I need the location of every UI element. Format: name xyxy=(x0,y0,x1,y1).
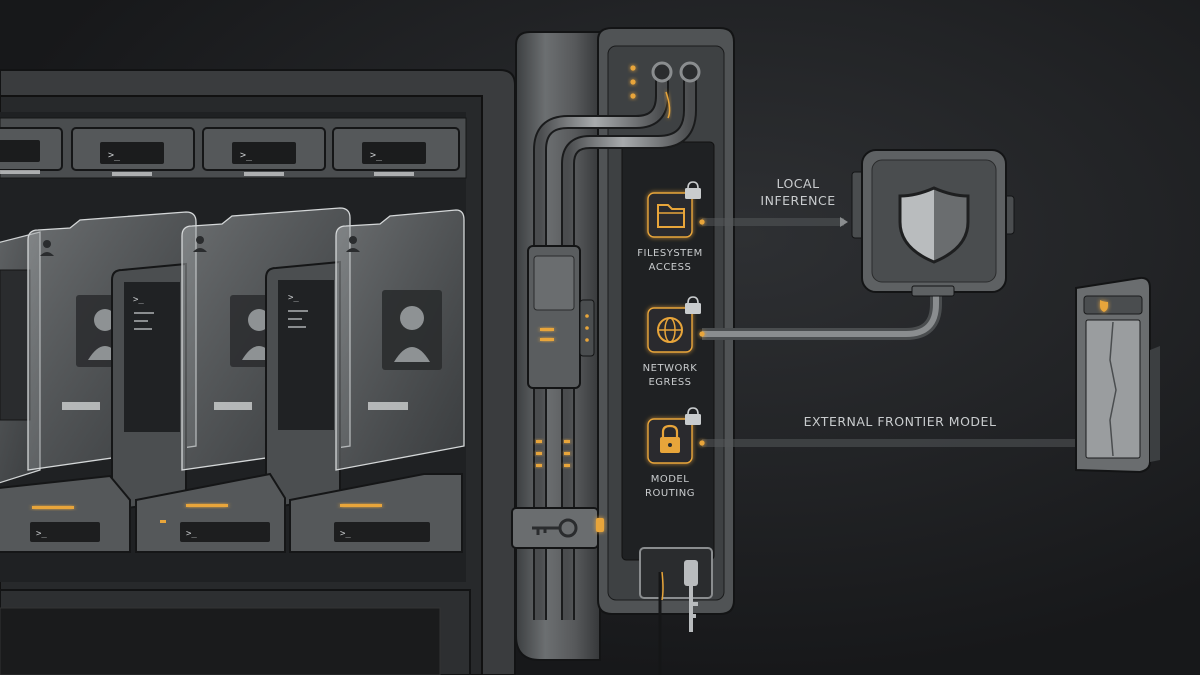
key-icon xyxy=(684,560,698,632)
padlock-icon xyxy=(660,424,680,453)
gate-filesystem: FILESYSTEM ACCESS xyxy=(637,181,702,273)
status-lights xyxy=(630,65,636,99)
pipe-indicator-lights xyxy=(536,440,570,467)
arrow-right-icon xyxy=(840,217,848,227)
terminal-prompt: >_ xyxy=(240,150,253,161)
route-label-local-line-2: INFERENCE xyxy=(760,193,835,208)
user-icon xyxy=(346,236,360,252)
terminal-prompt: >_ xyxy=(288,293,299,303)
terminal-screen-2: >_ xyxy=(265,260,341,510)
gate-network: NETWORK EGRESS xyxy=(643,296,701,388)
power-port xyxy=(639,547,713,675)
connections: LOCAL INFERENCE EXTERNAL FRONTIER MODEL xyxy=(699,176,1092,447)
route-local-inference xyxy=(699,217,848,227)
terminal-prompt: >_ xyxy=(133,295,144,305)
terminal-prompt: >_ xyxy=(186,529,197,539)
route-label-external: EXTERNAL FRONTIER MODEL xyxy=(804,414,997,429)
sandbox-bays: >_ >_ xyxy=(0,207,465,512)
shield-icon xyxy=(898,186,970,264)
top-terminal-modules: >_ >_ >_ xyxy=(0,127,460,176)
route-external-frontier xyxy=(699,439,1092,447)
pipe-junction-box xyxy=(527,245,595,389)
top-module-2: >_ xyxy=(71,127,195,176)
control-tower: FILESYSTEM ACCESS NETWORK EGRESS xyxy=(511,27,735,675)
terminal-screen-1: >_ xyxy=(111,262,187,512)
terminal-prompt: >_ xyxy=(36,529,47,539)
shield-badge-icon xyxy=(1100,300,1108,312)
padlock-icon xyxy=(685,181,701,199)
top-module-4: >_ xyxy=(332,127,460,176)
drawer-3: >_ xyxy=(289,473,463,553)
external-frontier-device xyxy=(1075,276,1160,474)
padlock-icon xyxy=(685,407,701,425)
gate-label-line-2: ROUTING xyxy=(645,488,695,499)
gate-label-line-2: EGRESS xyxy=(648,377,691,388)
gate-label-line-1: FILESYSTEM xyxy=(637,248,702,259)
globe-icon xyxy=(657,317,683,343)
key-icon xyxy=(532,518,578,538)
drawer-1: >_ xyxy=(0,474,131,553)
shield-module xyxy=(851,149,1015,297)
terminal-prompt: >_ xyxy=(108,150,121,161)
terminal-prompt: >_ xyxy=(340,529,351,539)
gate-model-routing: MODEL ROUTING xyxy=(645,407,701,499)
route-network-egress xyxy=(699,292,942,340)
route-label-local-line-1: LOCAL xyxy=(776,176,819,191)
terminal-prompt: >_ xyxy=(370,150,383,161)
gate-label-line-1: NETWORK xyxy=(643,363,698,374)
user-icon xyxy=(193,236,207,252)
user-avatar-icon xyxy=(382,290,442,370)
conduit-pipes xyxy=(533,61,701,620)
padlock-icon xyxy=(685,296,701,314)
top-module-1 xyxy=(0,127,63,174)
key-lock-block xyxy=(511,507,604,549)
gate-label-line-2: ACCESS xyxy=(649,262,692,273)
gate-label-line-1: MODEL xyxy=(651,474,690,485)
top-module-3: >_ xyxy=(202,127,326,176)
folder-icon xyxy=(657,204,685,228)
sandbox-pane-3 xyxy=(335,209,465,471)
bottom-drawers: >_ >_ >_ xyxy=(0,472,463,553)
drawer-2: >_ xyxy=(135,472,286,553)
user-icon xyxy=(40,240,54,256)
